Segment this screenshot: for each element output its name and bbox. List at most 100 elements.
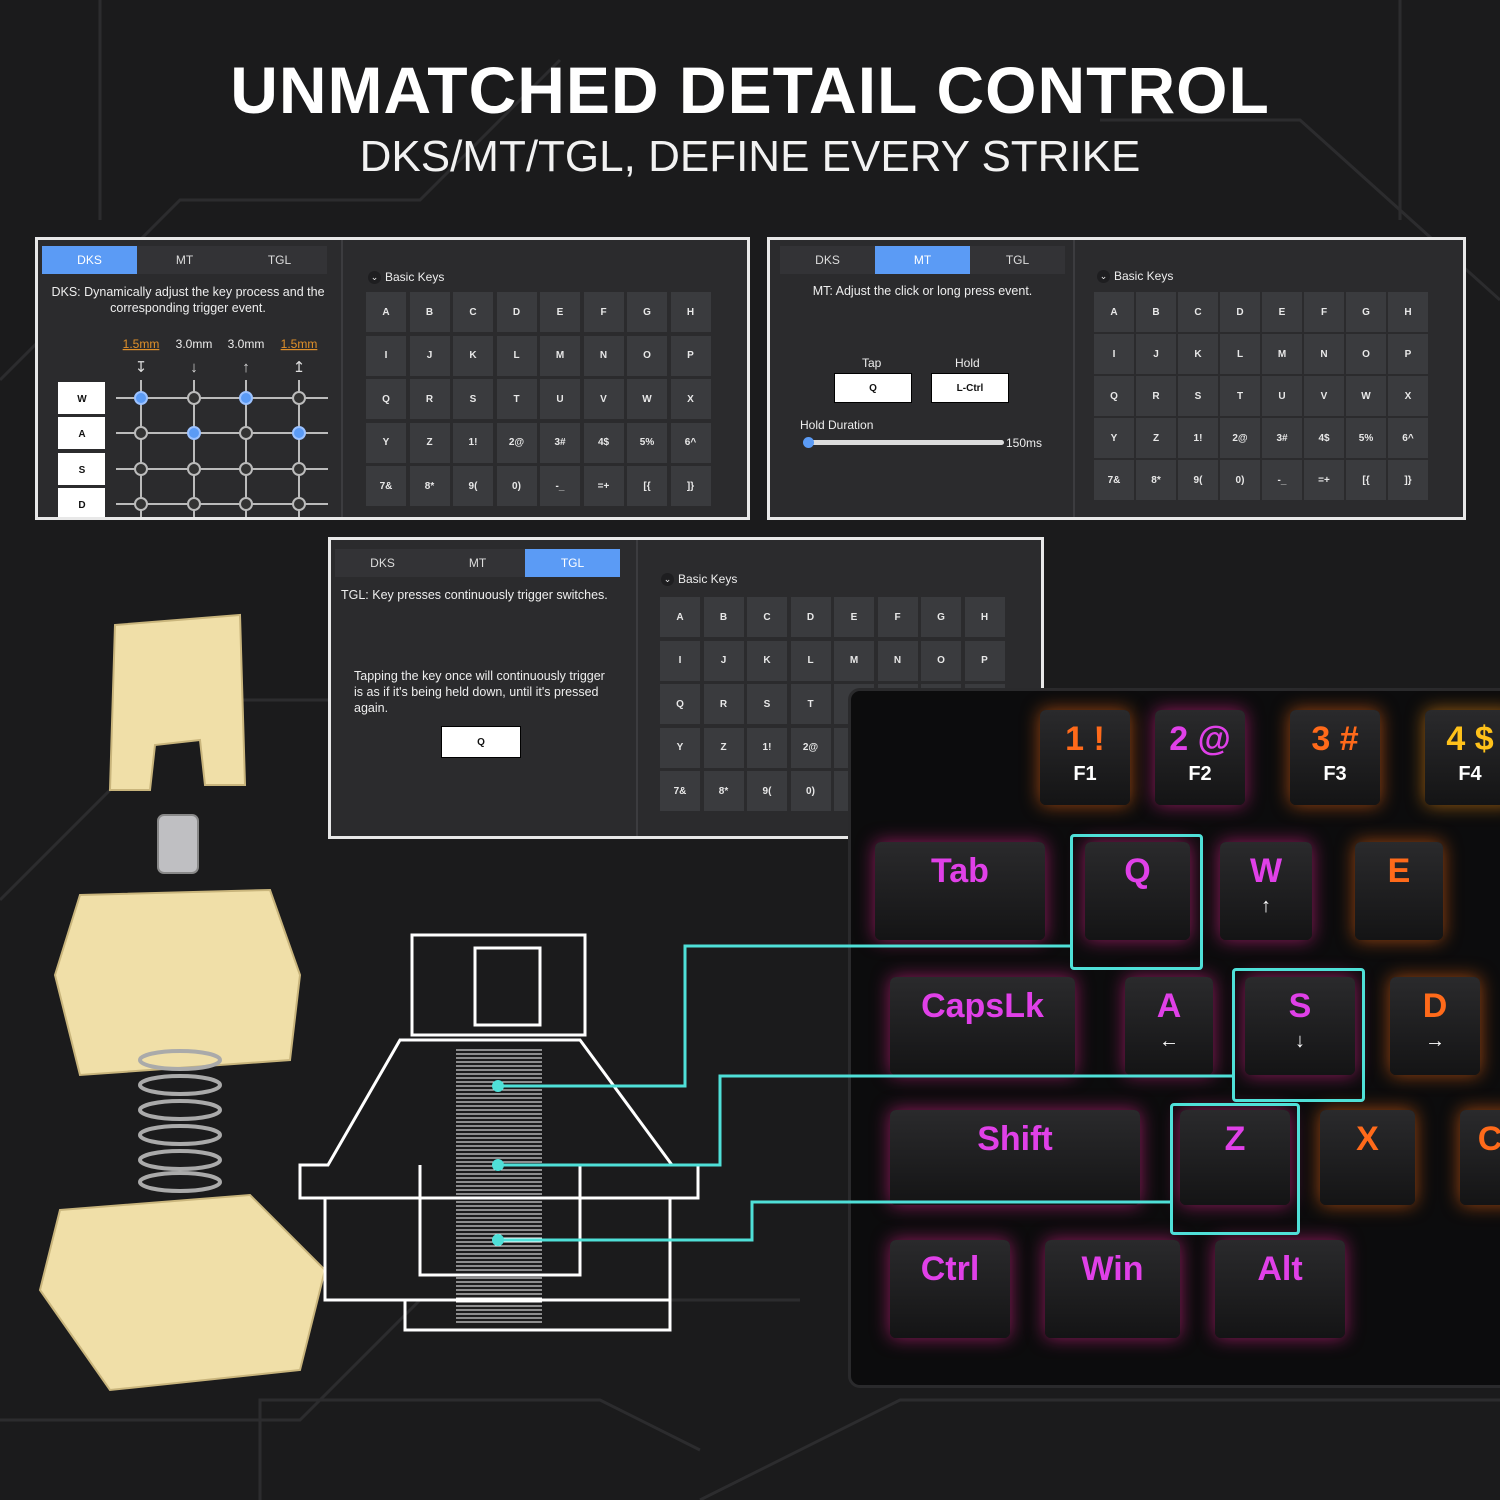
key-button[interactable]: 1! <box>1178 418 1218 458</box>
key-button[interactable]: T <box>790 684 831 724</box>
travel-node[interactable] <box>292 391 306 405</box>
key-button[interactable]: 5% <box>627 422 667 463</box>
travel-node[interactable] <box>187 426 201 440</box>
key-button[interactable]: M <box>540 335 580 376</box>
key-button[interactable]: R <box>703 684 744 724</box>
travel-node[interactable] <box>292 497 306 511</box>
key-button[interactable]: V <box>1304 376 1344 416</box>
key-button[interactable]: Z <box>409 422 450 463</box>
dks-key-A[interactable] <box>58 417 105 449</box>
key-button[interactable]: G <box>921 597 961 637</box>
key-button[interactable]: 1! <box>747 727 787 768</box>
key-button[interactable]: P <box>670 335 711 376</box>
key-button[interactable]: 7& <box>1094 460 1134 500</box>
key-button[interactable]: 9( <box>1178 460 1218 500</box>
travel-node[interactable] <box>292 426 306 440</box>
key-button[interactable]: ]} <box>1388 460 1428 500</box>
key-button[interactable]: W <box>627 379 667 419</box>
tab-mt[interactable]: MT <box>875 246 970 274</box>
key-button[interactable]: 5% <box>1346 418 1386 458</box>
key-button[interactable]: 9( <box>453 466 493 506</box>
key-button[interactable]: Q <box>1094 376 1134 416</box>
key-button[interactable]: 0) <box>1220 460 1260 500</box>
key-button[interactable]: 8* <box>409 466 450 506</box>
key-button[interactable]: 1! <box>453 422 493 463</box>
key-button[interactable]: O <box>627 335 667 376</box>
key-button[interactable]: 6^ <box>1388 418 1428 458</box>
key-button[interactable]: W <box>1346 376 1386 416</box>
tab-dks[interactable]: DKS <box>42 246 137 274</box>
tab-mt[interactable]: MT <box>175 253 194 267</box>
key-button[interactable]: C <box>453 292 493 332</box>
key-button[interactable]: G <box>1346 292 1386 332</box>
key-button[interactable]: 7& <box>366 466 406 506</box>
key-button[interactable]: Z <box>1136 418 1176 458</box>
key-button[interactable]: P <box>1388 334 1428 374</box>
key-button[interactable]: G <box>627 292 667 332</box>
key-button[interactable]: O <box>921 640 961 681</box>
key-button[interactable]: F <box>583 292 624 332</box>
key-button[interactable]: 8* <box>703 771 744 811</box>
key-button[interactable]: B <box>703 597 744 637</box>
key-button[interactable]: -_ <box>1262 460 1302 500</box>
key-button[interactable]: A <box>1094 292 1134 332</box>
key-button[interactable]: 4$ <box>583 422 624 463</box>
key-button[interactable]: X <box>1388 376 1428 416</box>
key-button[interactable]: C <box>747 597 787 637</box>
key-button[interactable]: A <box>366 292 406 332</box>
key-button[interactable]: K <box>747 640 787 681</box>
key-button[interactable]: K <box>1178 334 1218 374</box>
key-button[interactable]: 6^ <box>670 422 711 463</box>
travel-node[interactable] <box>239 497 253 511</box>
key-button[interactable]: T <box>496 379 537 419</box>
key-button[interactable]: D <box>1220 292 1260 332</box>
key-button[interactable]: J <box>1136 334 1176 374</box>
key-button[interactable]: C <box>1178 292 1218 332</box>
tap-key-button[interactable]: Q <box>834 373 912 403</box>
tab-dks[interactable]: DKS <box>370 556 395 570</box>
key-button[interactable]: 2@ <box>496 422 537 463</box>
travel-node[interactable] <box>292 462 306 476</box>
key-button[interactable]: N <box>1304 334 1344 374</box>
hold-key-button[interactable]: L-Ctrl <box>931 373 1009 403</box>
key-button[interactable]: =+ <box>1304 460 1344 500</box>
key-button[interactable]: N <box>877 640 918 681</box>
tab-tgl[interactable]: TGL <box>1005 253 1030 267</box>
key-button[interactable]: I <box>366 335 406 376</box>
key-button[interactable]: J <box>703 640 744 681</box>
key-button[interactable]: =+ <box>583 466 624 506</box>
key-button[interactable]: V <box>583 379 624 419</box>
key-button[interactable]: B <box>1136 292 1176 332</box>
key-button[interactable]: Q <box>660 684 700 724</box>
key-button[interactable]: D <box>790 597 831 637</box>
key-button[interactable]: J <box>409 335 450 376</box>
travel-node[interactable] <box>187 391 201 405</box>
dks-key-S[interactable] <box>58 453 105 485</box>
key-button[interactable]: N <box>583 335 624 376</box>
key-button[interactable]: A <box>660 597 700 637</box>
key-button[interactable]: F <box>877 597 918 637</box>
key-button[interactable]: E <box>1262 292 1302 332</box>
key-button[interactable]: U <box>540 379 580 419</box>
basic-keys-header[interactable]: ⌄Basic Keys <box>368 270 444 284</box>
tgl-key-button[interactable]: Q <box>441 726 521 758</box>
key-button[interactable]: 3# <box>1262 418 1302 458</box>
key-button[interactable]: U <box>1262 376 1302 416</box>
dks-key-W[interactable] <box>58 382 105 414</box>
key-button[interactable]: X <box>670 379 711 419</box>
key-button[interactable]: R <box>1136 376 1176 416</box>
key-button[interactable]: K <box>453 335 493 376</box>
key-button[interactable]: 4$ <box>1304 418 1344 458</box>
key-button[interactable]: E <box>540 292 580 332</box>
key-button[interactable]: H <box>670 292 711 332</box>
key-button[interactable]: L <box>1220 334 1260 374</box>
key-button[interactable]: H <box>1388 292 1428 332</box>
key-button[interactable]: -_ <box>540 466 580 506</box>
key-button[interactable]: H <box>964 597 1005 637</box>
key-button[interactable]: [{ <box>1346 460 1386 500</box>
key-button[interactable]: M <box>1262 334 1302 374</box>
travel-node[interactable] <box>239 391 253 405</box>
key-button[interactable]: I <box>1094 334 1134 374</box>
travel-node[interactable] <box>134 462 148 476</box>
key-button[interactable]: Q <box>366 379 406 419</box>
